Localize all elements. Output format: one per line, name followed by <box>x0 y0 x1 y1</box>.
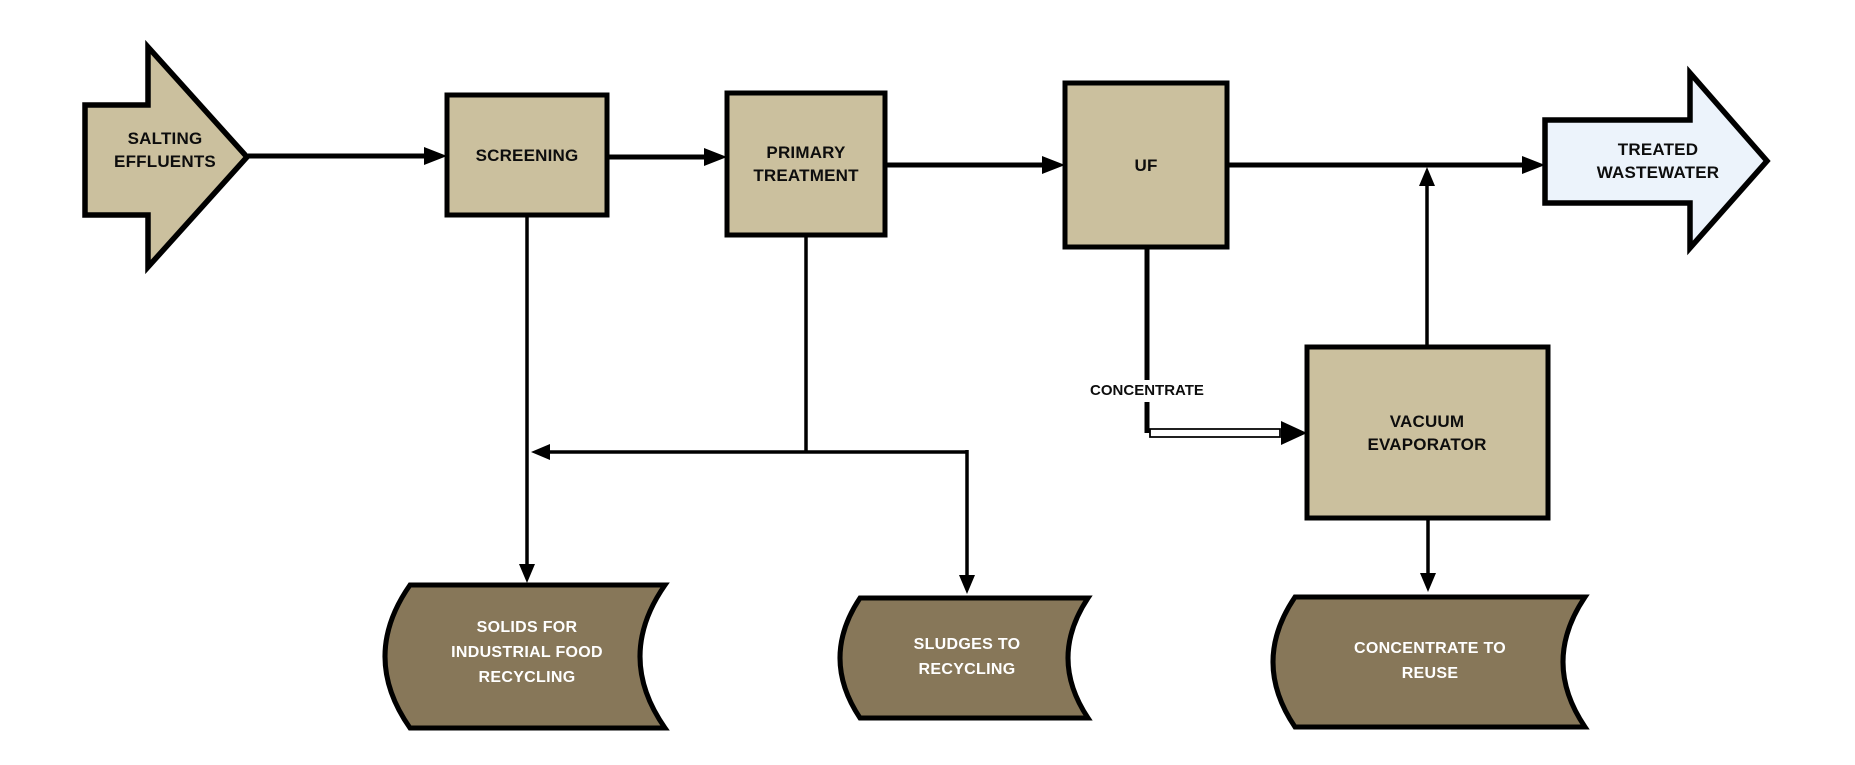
node-uf-shape <box>1062 80 1230 250</box>
arrowhead-into-reuse <box>1420 573 1436 592</box>
edge-concentrate-shaft <box>1149 428 1281 438</box>
node-sludges-recycling-shape <box>837 595 1093 721</box>
node-vacuum-evaporator-shape <box>1304 344 1551 521</box>
arrowhead-into-uf <box>1042 156 1065 174</box>
node-treated-wastewater-shape <box>1542 65 1771 256</box>
arrowhead-into-treated <box>1522 156 1545 174</box>
arrowhead-into-evaporator <box>1281 421 1307 445</box>
arrowhead-into-solids <box>519 564 535 583</box>
node-salting-effluents-shape <box>82 39 251 275</box>
arrowhead-into-primary <box>704 148 727 166</box>
node-solids-recycling-shape <box>382 582 670 731</box>
node-primary-treatment-shape <box>724 90 888 238</box>
arrowhead-into-treated-line <box>1419 167 1435 186</box>
node-concentrate-reuse-shape <box>1270 594 1590 730</box>
arrowhead-into-screening <box>424 147 447 165</box>
arrowhead-into-sludges <box>959 575 975 594</box>
connector-group <box>248 147 1545 594</box>
arrowhead-into-screening-line <box>531 444 550 460</box>
node-screening-shape <box>444 92 610 218</box>
